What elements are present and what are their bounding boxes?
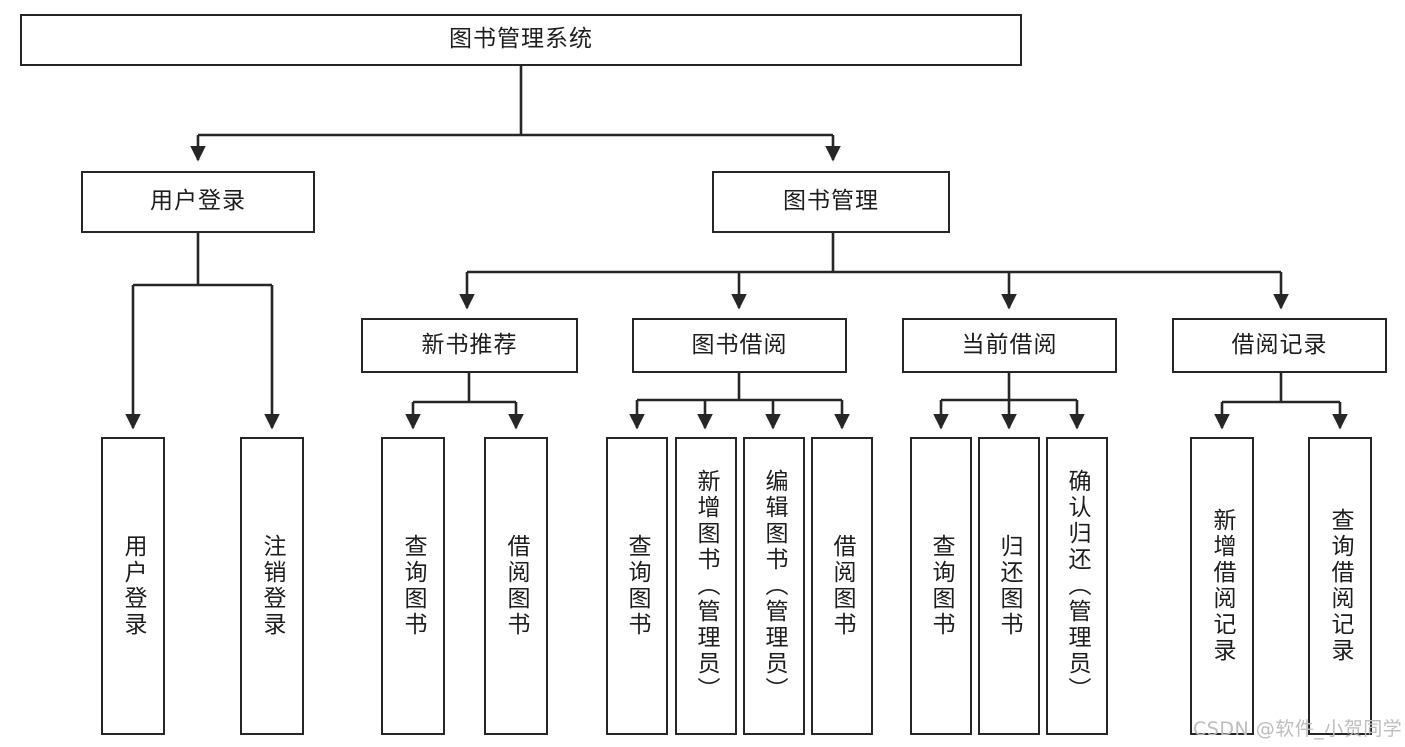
node-new-book-recommend-label: 新书推荐 bbox=[421, 331, 518, 358]
node-root[interactable]: 图书管理系统 bbox=[20, 14, 1022, 66]
node-leaf-recommend-query-book-label: 查询图书 bbox=[400, 534, 427, 638]
node-leaf-borrow-query-book-label: 查询图书 bbox=[624, 534, 651, 638]
node-leaf-borrow-edit-book[interactable]: 编辑图书（管理员） bbox=[743, 437, 805, 735]
node-leaf-user-login[interactable]: 用户登录 bbox=[101, 437, 165, 735]
node-leaf-recommend-borrow-book[interactable]: 借阅图书 bbox=[484, 437, 548, 735]
node-leaf-borrow-query-book[interactable]: 查询图书 bbox=[606, 437, 668, 735]
node-leaf-current-return-book-label: 归还图书 bbox=[996, 534, 1023, 638]
node-leaf-record-add[interactable]: 新增借阅记录 bbox=[1190, 437, 1254, 735]
node-root-label: 图书管理系统 bbox=[449, 26, 593, 53]
node-leaf-borrow-borrow-book-label: 借阅图书 bbox=[829, 534, 856, 638]
node-leaf-current-confirm-return[interactable]: 确认归还（管理员） bbox=[1046, 437, 1108, 735]
node-leaf-recommend-borrow-book-label: 借阅图书 bbox=[503, 534, 530, 638]
node-leaf-borrow-edit-book-label: 编辑图书（管理员） bbox=[761, 469, 788, 703]
node-leaf-user-login-label: 用户登录 bbox=[120, 534, 147, 638]
node-leaf-record-query-label: 查询借阅记录 bbox=[1327, 508, 1354, 664]
node-leaf-borrow-borrow-book[interactable]: 借阅图书 bbox=[811, 437, 873, 735]
node-book-borrow[interactable]: 图书借阅 bbox=[632, 318, 847, 373]
node-leaf-current-confirm-return-label: 确认归还（管理员） bbox=[1064, 469, 1091, 703]
node-user-login-label: 用户登录 bbox=[150, 188, 246, 215]
node-current-borrow[interactable]: 当前借阅 bbox=[902, 318, 1117, 373]
node-leaf-recommend-query-book[interactable]: 查询图书 bbox=[381, 437, 445, 735]
node-new-book-recommend[interactable]: 新书推荐 bbox=[361, 318, 578, 373]
node-user-login[interactable]: 用户登录 bbox=[81, 171, 315, 233]
node-leaf-borrow-add-book[interactable]: 新增图书（管理员） bbox=[675, 437, 737, 735]
node-leaf-user-logout-label: 注销登录 bbox=[259, 534, 286, 638]
node-leaf-current-query-book-label: 查询图书 bbox=[928, 534, 955, 638]
node-current-borrow-label: 当前借阅 bbox=[961, 331, 1058, 358]
node-leaf-record-query[interactable]: 查询借阅记录 bbox=[1308, 437, 1372, 735]
node-borrow-record[interactable]: 借阅记录 bbox=[1172, 318, 1387, 373]
node-book-management-label: 图书管理 bbox=[783, 188, 879, 215]
csdn-watermark: CSDN @软件_小贺同学 bbox=[1193, 718, 1403, 740]
node-book-borrow-label: 图书借阅 bbox=[691, 331, 788, 358]
node-leaf-current-return-book[interactable]: 归还图书 bbox=[978, 437, 1040, 735]
node-borrow-record-label: 借阅记录 bbox=[1231, 331, 1328, 358]
node-leaf-record-add-label: 新增借阅记录 bbox=[1209, 508, 1236, 664]
node-leaf-borrow-add-book-label: 新增图书（管理员） bbox=[693, 469, 720, 703]
node-leaf-current-query-book[interactable]: 查询图书 bbox=[910, 437, 972, 735]
node-leaf-user-logout[interactable]: 注销登录 bbox=[240, 437, 304, 735]
node-book-management[interactable]: 图书管理 bbox=[712, 171, 950, 233]
